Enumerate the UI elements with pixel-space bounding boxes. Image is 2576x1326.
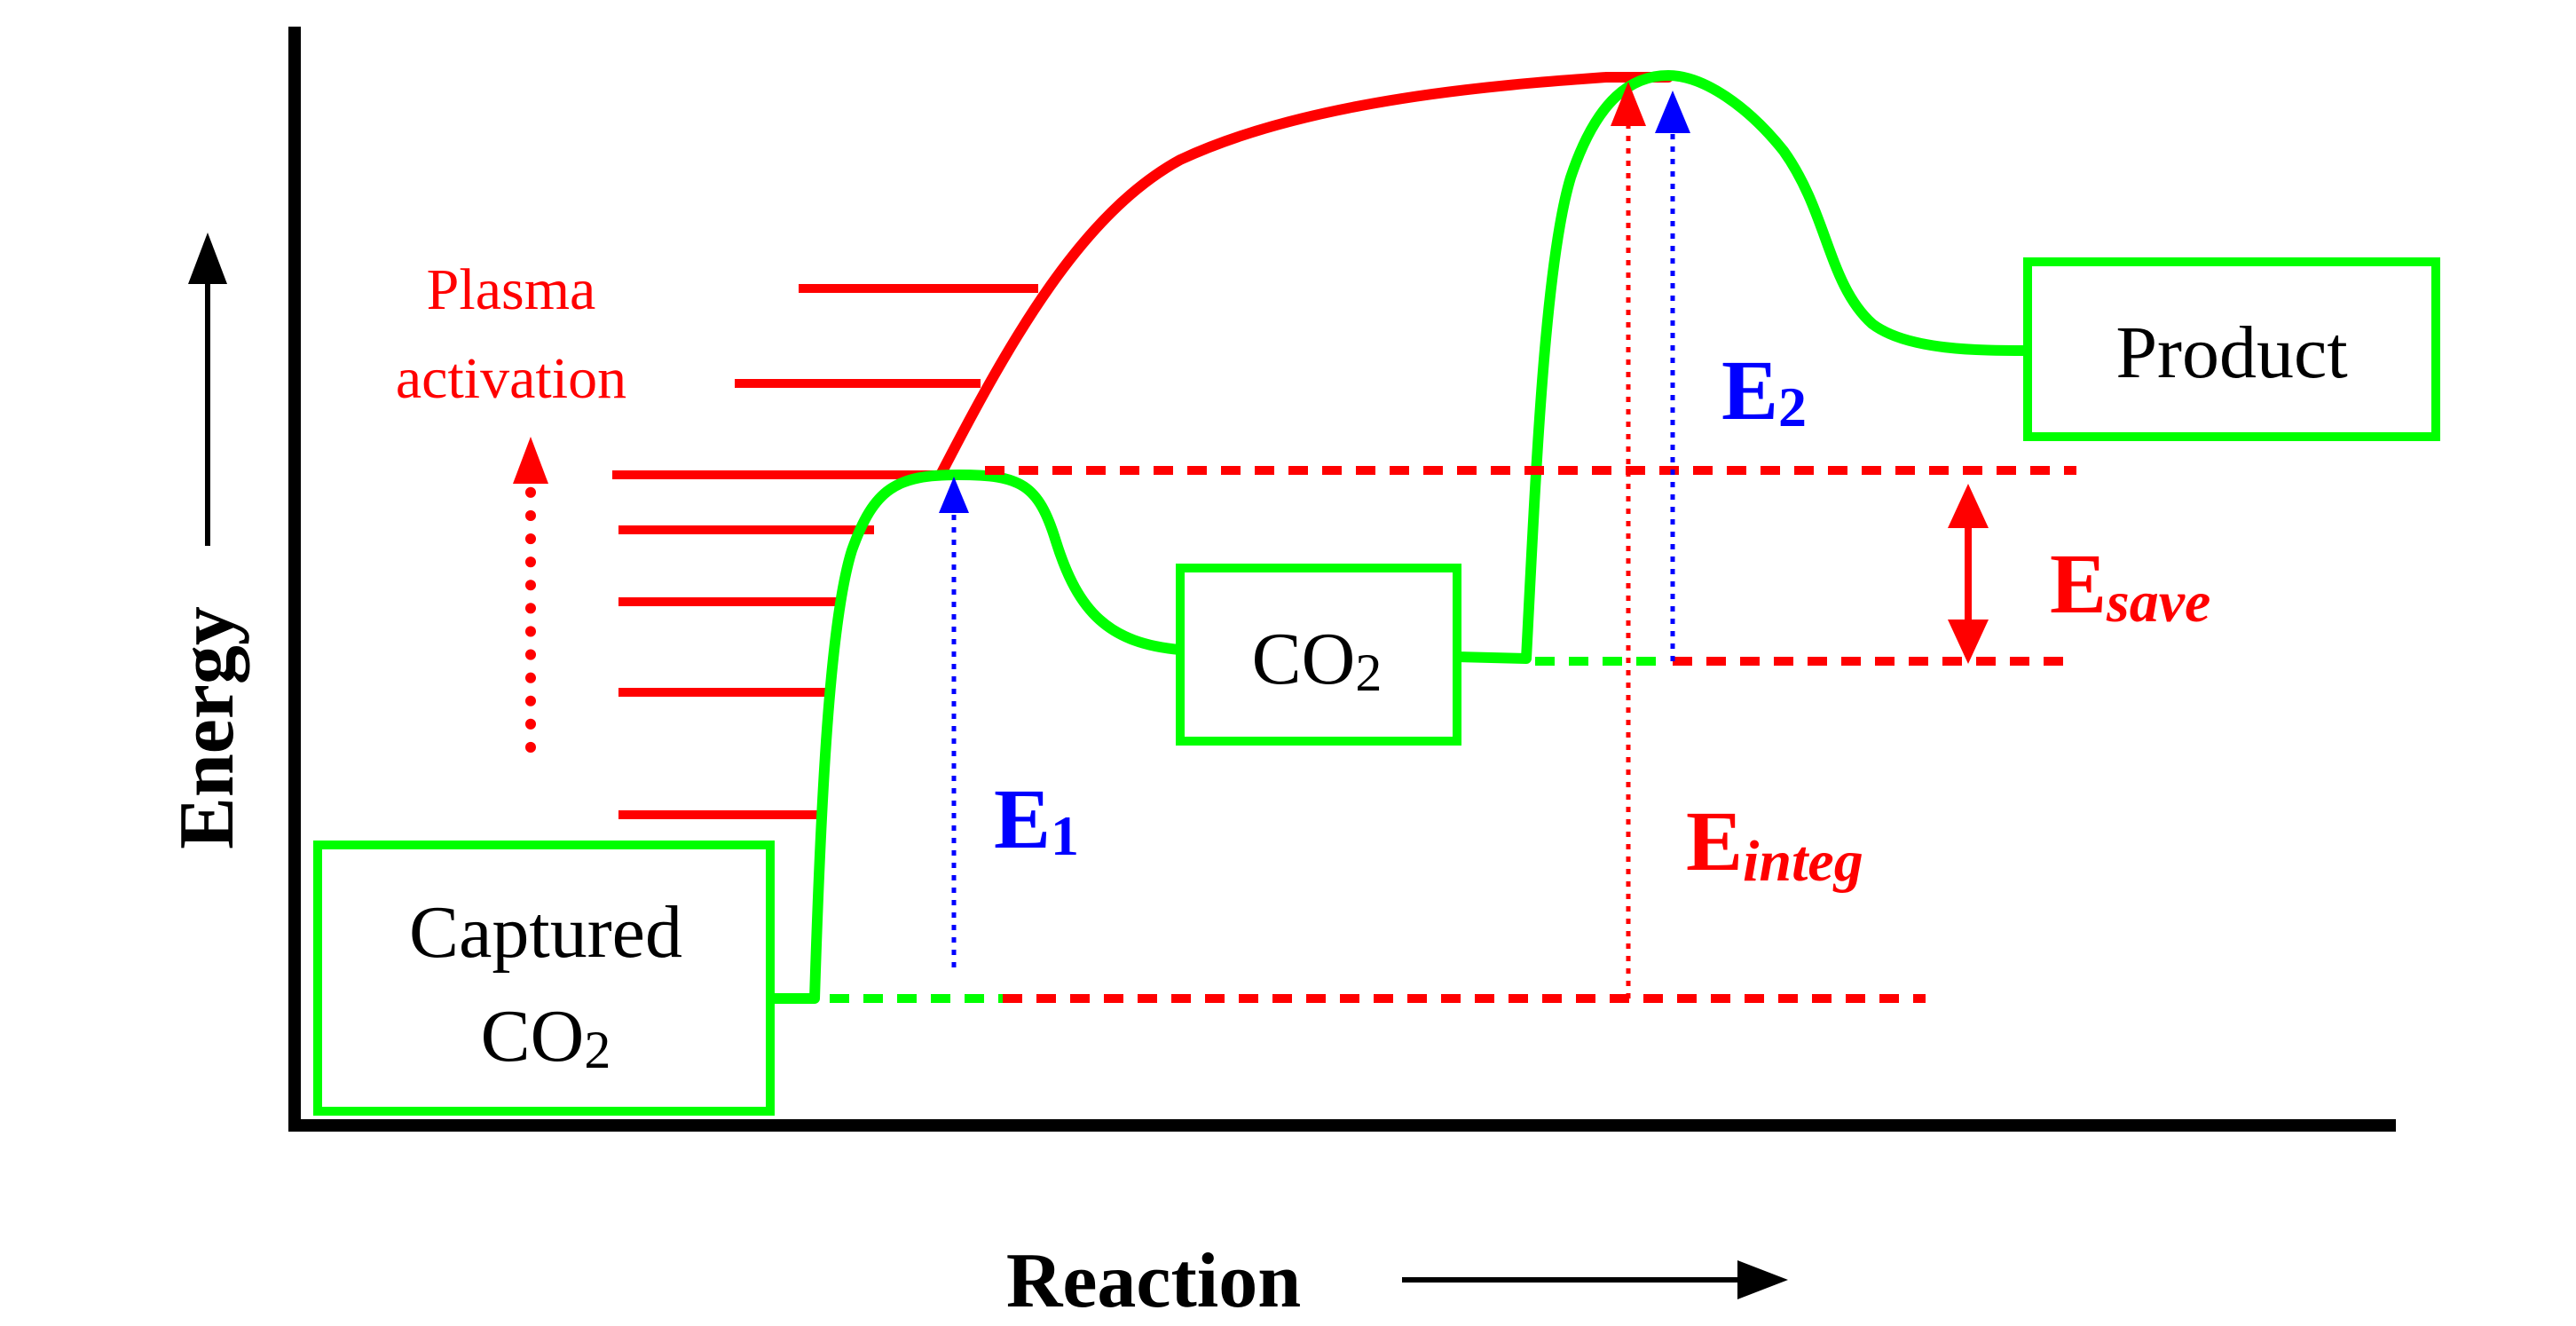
e2-label: E2 <box>1721 343 1807 438</box>
x-axis-arrowhead <box>1737 1260 1788 1299</box>
einteg-arrowhead <box>1611 82 1646 126</box>
e2-arrowhead <box>1655 91 1690 133</box>
plasma-label-line1: Plasma <box>427 257 596 322</box>
y-axis-label: Energy <box>164 606 250 849</box>
captured-co2-label-line2: CO2 <box>481 995 611 1079</box>
thermal-pathway-curve <box>767 470 1194 1004</box>
plasma-label-line2: activation <box>396 346 626 411</box>
x-axis-label: Reaction <box>1006 1238 1301 1324</box>
vibrational-levels <box>612 284 1038 819</box>
einteg-label: Einteg <box>1686 793 1863 894</box>
captured-co2-box <box>313 841 775 1116</box>
plasma-pathway-curve <box>935 72 1674 480</box>
captured-co2-label-line1: Captured <box>409 891 682 974</box>
esave-arrowhead-top <box>1948 484 1989 528</box>
esave-label: Esave <box>2050 536 2210 635</box>
esave-arrowhead-bottom <box>1948 620 1989 664</box>
product-label: Product <box>2115 312 2347 394</box>
e1-arrowhead <box>939 477 969 513</box>
intermediate-co2-label: CO2 <box>1252 618 1383 702</box>
product-box <box>2023 257 2440 441</box>
intermediate-co2-box <box>1176 564 1461 746</box>
y-axis-arrowhead <box>188 233 227 284</box>
e1-label: E1 <box>994 771 1079 867</box>
thermal-pathway-curve-2 <box>1450 70 2033 664</box>
plasma-activation-arrowhead <box>513 437 548 484</box>
